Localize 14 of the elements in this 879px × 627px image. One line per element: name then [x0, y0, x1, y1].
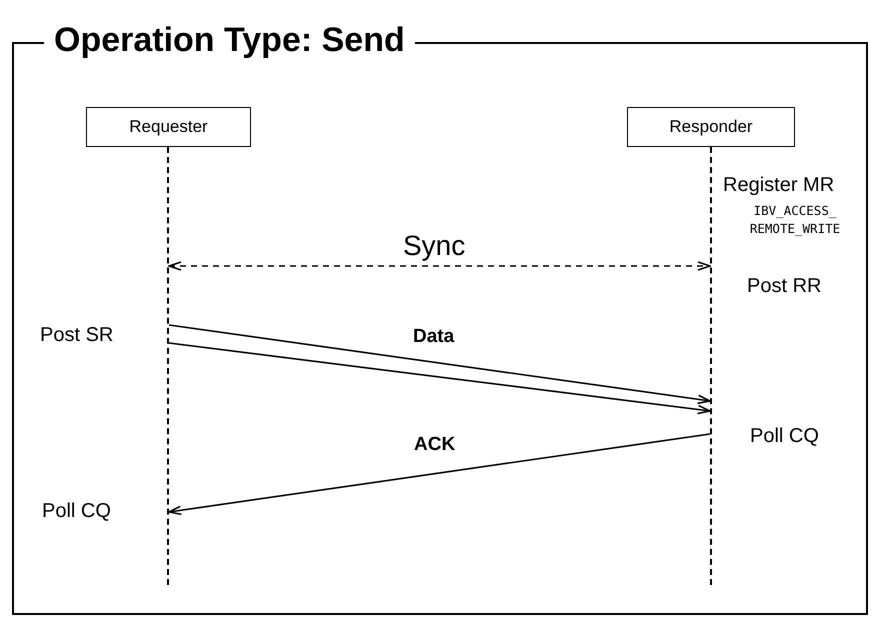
participant-box: Responder — [627, 107, 795, 147]
step-note: Post SR — [40, 324, 114, 347]
step-note: Poll CQ — [42, 500, 111, 523]
lifeline — [167, 147, 171, 585]
step-note: Post RR — [747, 275, 822, 298]
access-flag-note: IBV_ACCESS_ REMOTE_WRITE — [748, 202, 842, 238]
step-note: Poll CQ — [750, 425, 819, 448]
step-note: Register MR — [723, 174, 834, 197]
lifeline — [710, 147, 714, 585]
message-arrow — [168, 324, 711, 404]
participant-box: Requester — [86, 107, 251, 147]
message-arrow — [168, 342, 711, 414]
dashed-arrow — [168, 261, 711, 271]
message-arrow — [168, 433, 710, 516]
